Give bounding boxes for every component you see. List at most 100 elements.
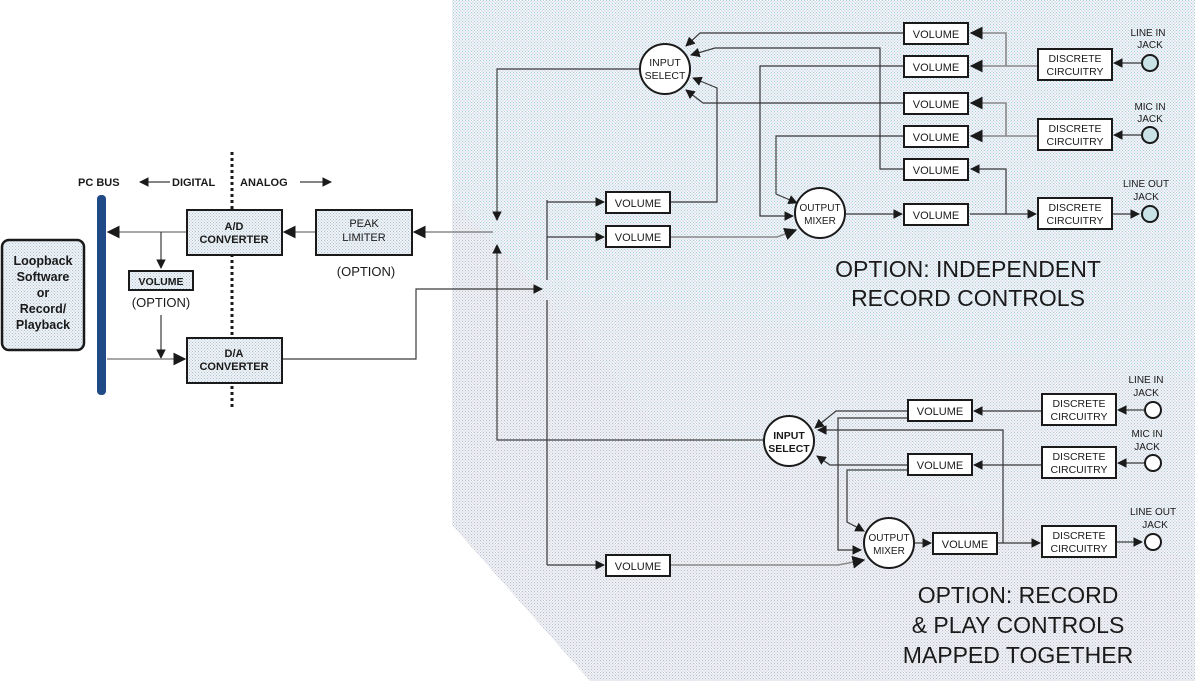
svg-text:DISCRETE: DISCRETE xyxy=(1048,123,1101,135)
peak-limiter-box xyxy=(315,209,413,256)
bottom-volume-play: VOLUME xyxy=(605,554,671,577)
top-volume-1: VOLUME xyxy=(903,22,969,45)
bottom-line-in-jack-label-2: JACK xyxy=(1133,388,1159,399)
svg-text:VOLUME: VOLUME xyxy=(913,62,959,74)
digital-volume-label: VOLUME xyxy=(139,276,184,288)
bottom-line-out-jack-label: LINE OUT xyxy=(1130,507,1176,518)
bottom-volume-output: VOLUME xyxy=(932,532,998,555)
top-mic-in-jack-label-2: JACK xyxy=(1137,114,1163,125)
digital-label: DIGITAL xyxy=(172,177,215,189)
svg-text:VOLUME: VOLUME xyxy=(913,165,959,177)
svg-text:VOLUME: VOLUME xyxy=(615,232,661,244)
svg-text:CIRCUITRY: CIRCUITRY xyxy=(1047,215,1104,227)
top-wiring xyxy=(671,26,1141,240)
bottom-caption-line-2: & PLAY CONTROLS xyxy=(912,612,1125,638)
top-mic-in-jack-label: MIC IN xyxy=(1134,102,1165,113)
bottom-line-in-jack-label: LINE IN xyxy=(1128,375,1163,386)
bottom-mic-in-jack-label: MIC IN xyxy=(1131,429,1162,440)
svg-text:CIRCUITRY: CIRCUITRY xyxy=(1047,136,1104,148)
da-converter-label-2: CONVERTER xyxy=(199,361,268,373)
svg-text:DISCRETE: DISCRETE xyxy=(1048,53,1101,65)
top-line-out-jack-label-2: JACK xyxy=(1133,192,1159,203)
ad-converter-label-2: CONVERTER xyxy=(199,234,268,246)
wire-bottom-input-select-to-junction xyxy=(492,244,764,441)
top-input-select xyxy=(639,43,691,95)
top-caption-line-2: RECORD CONTROLS xyxy=(851,285,1085,311)
pc-bus-label: PC BUS xyxy=(78,177,120,189)
top-line-out-jack-label: LINE OUT xyxy=(1123,179,1169,190)
peak-limiter-label: PEAK xyxy=(349,218,379,230)
svg-text:or: or xyxy=(37,286,50,300)
svg-text:VOLUME: VOLUME xyxy=(913,132,959,144)
peak-limiter-option-label: (OPTION) xyxy=(337,264,396,279)
bottom-input-select xyxy=(763,415,815,467)
loopback-software-text: Loopback Software or Record/ Playback xyxy=(13,254,72,332)
svg-text:CIRCUITRY: CIRCUITRY xyxy=(1051,411,1108,423)
bottom-output-mixer xyxy=(863,517,915,569)
wire-top-input-select-to-junction xyxy=(492,68,640,221)
bottom-line-out-jack-label-2: JACK xyxy=(1142,520,1168,531)
bottom-input-select-label-2: SELECT xyxy=(768,443,810,455)
top-volume-2: VOLUME xyxy=(903,55,969,78)
svg-text:VOLUME: VOLUME xyxy=(913,29,959,41)
bottom-volume-line-in: VOLUME xyxy=(907,399,973,422)
top-volume-play-b: VOLUME xyxy=(605,225,671,248)
svg-text:CIRCUITRY: CIRCUITRY xyxy=(1051,543,1108,555)
bottom-volume-mic-in: VOLUME xyxy=(907,453,973,476)
svg-text:VOLUME: VOLUME xyxy=(917,460,963,472)
top-volume-play-a: VOLUME xyxy=(605,191,671,214)
bottom-input-select-label: INPUT xyxy=(773,430,805,442)
peak-limiter-label-2: LIMITER xyxy=(342,232,385,244)
svg-text:VOLUME: VOLUME xyxy=(615,561,661,573)
top-volume-3: VOLUME xyxy=(903,92,969,115)
bottom-line-in-jack-icon xyxy=(1144,401,1162,419)
pc-bus-bar xyxy=(97,195,106,395)
svg-text:DISCRETE: DISCRETE xyxy=(1052,451,1105,463)
top-mic-in-jack-icon xyxy=(1141,126,1159,144)
top-caption-line-1: OPTION: INDEPENDENT xyxy=(835,256,1101,282)
svg-text:Loopback: Loopback xyxy=(13,254,72,268)
top-output-mixer-label: OUTPUT xyxy=(799,203,840,214)
top-output-mixer xyxy=(794,187,846,239)
analog-label: ANALOG xyxy=(240,177,288,189)
top-line-in-jack-icon xyxy=(1141,54,1159,72)
top-line-out-jack-icon xyxy=(1141,205,1159,223)
digital-volume-box xyxy=(128,270,194,291)
bottom-line-out-jack-icon xyxy=(1144,533,1162,551)
svg-text:Playback: Playback xyxy=(16,318,70,332)
top-volume-4: VOLUME xyxy=(903,125,969,148)
ad-converter-box xyxy=(186,209,283,256)
bottom-wiring xyxy=(671,405,1144,569)
bottom-mic-in-jack-icon xyxy=(1144,454,1162,472)
top-volume-5: VOLUME xyxy=(903,158,969,181)
svg-text:Software: Software xyxy=(17,270,70,284)
svg-text:VOLUME: VOLUME xyxy=(942,539,988,551)
top-volume-6: VOLUME xyxy=(903,203,969,226)
top-line-in-jack-label-2: JACK xyxy=(1137,40,1163,51)
top-input-select-label: INPUT xyxy=(649,57,681,69)
svg-text:CIRCUITRY: CIRCUITRY xyxy=(1051,464,1108,476)
digital-volume-option-label: (OPTION) xyxy=(132,295,191,310)
bottom-caption-line-1: OPTION: RECORD xyxy=(918,582,1119,608)
da-converter-box xyxy=(186,337,283,384)
svg-text:VOLUME: VOLUME xyxy=(917,406,963,418)
loopback-software-box xyxy=(0,238,86,352)
svg-text:DISCRETE: DISCRETE xyxy=(1052,398,1105,410)
bottom-caption-line-3: MAPPED TOGETHER xyxy=(903,642,1133,668)
da-converter-label: D/A xyxy=(225,348,244,360)
bottom-output-mixer-label: OUTPUT xyxy=(868,533,909,544)
bottom-output-mixer-label-2: MIXER xyxy=(873,546,905,557)
bottom-mic-in-jack-label-2: JACK xyxy=(1134,442,1160,453)
analog-region-blue-lower xyxy=(540,290,1195,560)
svg-text:VOLUME: VOLUME xyxy=(615,198,661,210)
svg-text:DISCRETE: DISCRETE xyxy=(1052,530,1105,542)
top-output-mixer-label-2: MIXER xyxy=(804,216,836,227)
svg-text:DISCRETE: DISCRETE xyxy=(1048,202,1101,214)
svg-text:Record/: Record/ xyxy=(20,302,67,316)
svg-text:VOLUME: VOLUME xyxy=(913,210,959,222)
